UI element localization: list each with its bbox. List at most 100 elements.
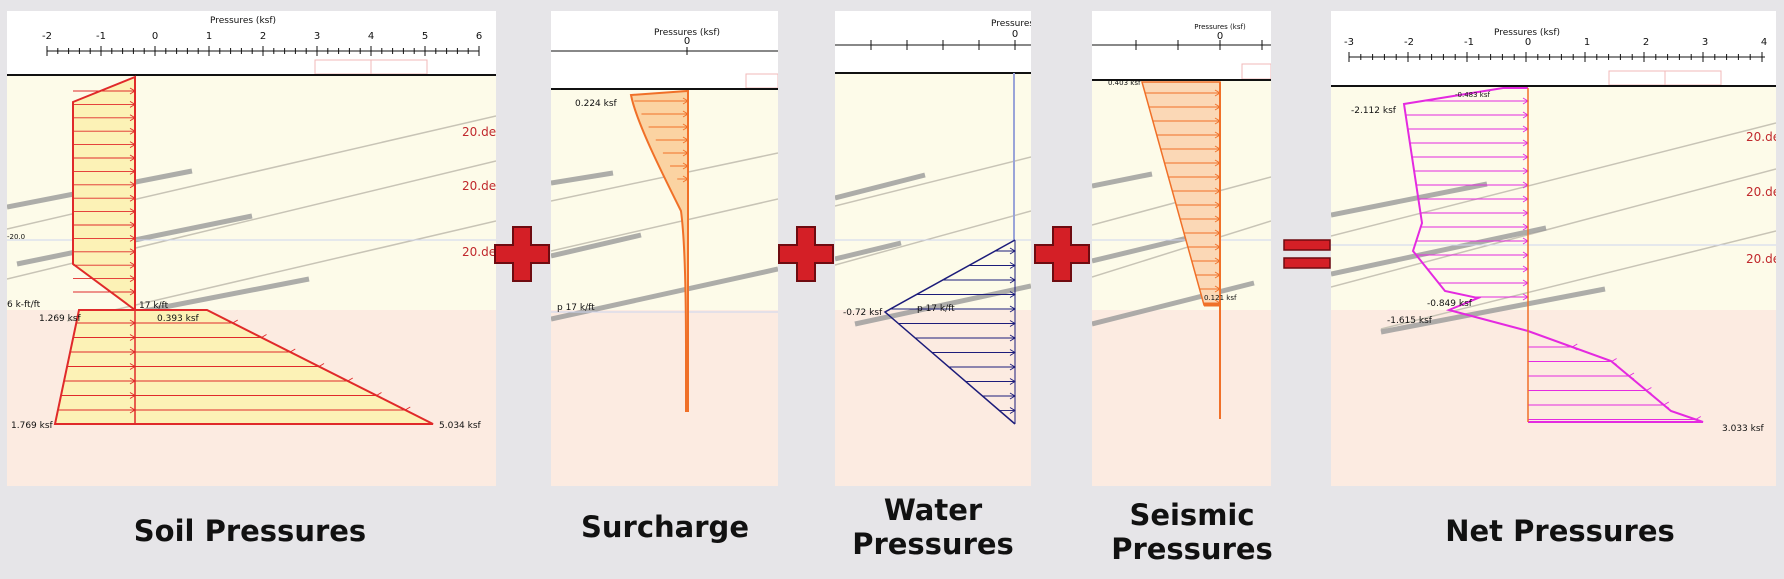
slope-line [551,198,778,252]
anchor-rod [835,172,926,201]
anchor-rod [1092,171,1153,189]
slope-line [835,210,1031,266]
decor-box [1241,63,1271,80]
arrow-head [1662,401,1670,409]
pressure-label: 0.393 ksf [157,314,200,324]
anchor-rod [1380,286,1606,335]
slope-line [1331,122,1776,237]
moment-label: 6 k-ft/ft [7,300,41,310]
decor-box [745,73,778,89]
soil-pressure-diagram: Pressures (ksf) -2 -1 0 1 2 3 4 5 6 1.26… [7,16,496,486]
arrow-head [346,377,353,385]
plus-operator [778,226,834,282]
axis-title: Pressures (ksf) [210,16,276,26]
arrow-head [1571,343,1578,351]
anchor-rod [1092,232,1201,264]
tick-label: 1 [1584,37,1590,48]
axis-title: Pressures (ksf) [1494,28,1560,38]
arrow-head [375,392,382,399]
anchor-rod [854,283,1031,327]
water-pressure-diagram: Pressures ( 0 -0.72 ksf p 17 k/ft [835,19,1031,486]
force-label: 17 k/ft [139,301,169,311]
tick-label: 0 [1525,37,1531,48]
caption-soil-pressures: Soil Pressures [133,514,367,548]
pressure-label: 1.269 ksf [39,314,82,324]
anchor-rod [1092,280,1255,327]
angle-label: 20.de [1746,252,1776,266]
axis-ticks [46,46,480,56]
tick-label: 0 [1012,29,1018,40]
pressure-label: -0.849 ksf [1427,299,1473,309]
slope-line [1380,230,1776,330]
lower-soil-band [1331,310,1776,486]
tick-label: -2 [42,31,52,42]
arrow-head [289,348,296,356]
tick-label: 0 [1217,31,1223,42]
tick-label: 6 [476,31,482,42]
water-pressures-panel: Pressures ( 0 -0.72 ksf p 17 k/ft [835,11,1031,486]
arrow-head [1610,358,1617,365]
surcharge-panel: Pressures (ksf) 0 0.224 ksf p 17 k/ft [551,11,778,486]
axis-ticks [870,40,1016,50]
lower-soil-band [1092,310,1271,486]
angle-label: 20.de [462,125,496,139]
axis-title: Pressures ( [991,19,1031,29]
tick-label: -1 [96,31,106,42]
pressure-label: 0.121 ksf [1204,294,1237,302]
upper-soil-band [1331,85,1776,310]
tick-label: -2 [1404,37,1414,48]
caption-net-pressures: Net Pressures [1445,514,1675,548]
caption-seismic-pressures: Seismic Pressures [1092,498,1292,566]
net-pressure-diagram: Pressures (ksf) -3 -2 -1 0 1 2 3 4 -0.48… [1331,28,1776,486]
force-label: p 17 k/ft [917,304,955,314]
decor-box [1608,70,1666,86]
anchor-rod [835,240,902,262]
tick-label: 3 [1702,37,1708,48]
angle-label: 20.de [1746,130,1776,144]
net-pressure-outline [1402,87,1704,423]
anchor-rod [551,266,778,322]
anchor-rod [1331,225,1547,277]
caption-line: Water [883,493,983,527]
axis-title: Pressures (ksf) [654,28,720,38]
slope-line [835,156,1031,207]
pressure-label: 3.033 ksf [1722,424,1765,434]
arrow-head [404,406,411,414]
soil-pressures-panel: Pressures (ksf) -2 -1 0 1 2 3 4 5 6 1.26… [7,11,496,486]
seismic-pressures-panel: Pressures (ksf) 0 0.403 ksf 0.121 ksf [1092,11,1271,486]
decor-box [370,59,428,75]
pressure-label: -0.72 ksf [843,308,883,318]
decor-box [1664,70,1722,86]
tick-label: 0 [684,36,690,47]
arrow-head [318,363,325,370]
tick-label: -3 [1344,37,1354,48]
pressure-arrows [1405,97,1701,423]
surcharge-diagram: Pressures (ksf) 0 0.224 ksf p 17 k/ft [551,28,778,486]
pressure-label: -1.615 ksf [1387,316,1433,326]
tick-label: 1 [206,31,212,42]
arrow-head [231,319,239,327]
decor-box [314,59,372,75]
tick-label: -1 [1464,37,1474,48]
tick-label: 4 [1761,37,1767,48]
seismic-pressure-diagram: Pressures (ksf) 0 0.403 ksf 0.121 ksf [1092,23,1271,486]
axis-ticks [1348,52,1763,62]
tick-label: 2 [260,31,266,42]
caption-water-pressures: Water Pressures [835,493,1031,561]
tick-label: 2 [1643,37,1649,48]
angle-label: 20.de [462,179,496,193]
axis-ticks [1135,40,1263,50]
tick-label: 4 [368,31,374,42]
slope-line [1331,168,1776,288]
caption-line: Seismic [1129,498,1255,532]
lower-soil-band [551,310,778,486]
tick-label: 0 [152,31,158,42]
arrow-head [1645,387,1652,394]
pressure-label: 0.224 ksf [575,99,618,109]
tick-label: 5 [422,31,428,42]
water-pressure-outline [883,239,1016,425]
tick-label: 3 [314,31,320,42]
pressure-arrows [1145,89,1221,307]
anchor-rod [551,170,614,186]
pressure-label: 0.403 ksf [1108,79,1141,87]
